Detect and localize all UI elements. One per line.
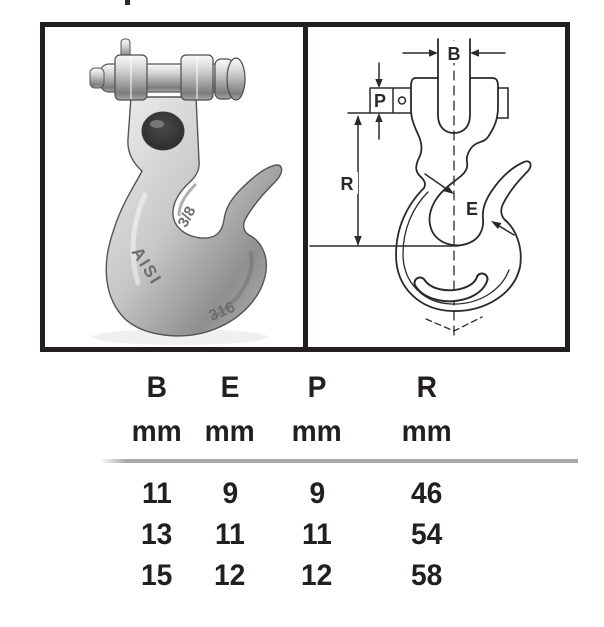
photo-shadow: [92, 329, 268, 345]
throat-shadow: [177, 183, 197, 217]
value-B: 13: [141, 517, 173, 551]
clevis-hole: [141, 111, 185, 151]
product-photo-panel: 3/8 AISI 316: [45, 27, 303, 347]
value-R: 54: [411, 517, 443, 551]
hook-body-shape: [105, 96, 283, 337]
table-row: 15 12 12 58: [0, 555, 604, 596]
unit-E: mm: [204, 415, 256, 448]
b-label-mask: [445, 41, 463, 63]
p-dimension-label: P: [374, 91, 386, 111]
panel-divider: [303, 27, 308, 347]
e-dimension-label: E: [466, 199, 478, 219]
bowl-shadow: [211, 251, 254, 319]
clevis-slot: [437, 38, 471, 134]
r-label-mask: [336, 172, 358, 194]
e-arrowhead-upper: [443, 185, 454, 194]
table-row: 11 9 9 46: [0, 473, 604, 514]
cropped-text-artifact: [125, 0, 130, 5]
grab-hook-diagram: B P R E: [309, 38, 532, 336]
clevis-hole-highlight: [150, 120, 164, 128]
small-circle-marker: [397, 96, 407, 105]
value-R: 58: [411, 558, 443, 592]
table-header-row: B E P R: [0, 366, 604, 410]
p-arrowhead-down: [375, 79, 383, 88]
dimensions-table: B E P R mm mm mm mm 11 9 9 46 13 11 11 5…: [0, 366, 604, 596]
value-R: 46: [411, 476, 443, 510]
unit-P: mm: [291, 415, 343, 448]
table-row: 13 11 11 54: [0, 514, 604, 555]
column-header-R: R: [416, 371, 438, 404]
column-header-P: P: [307, 371, 327, 404]
bowl-highlight: [130, 192, 148, 286]
table-units-row: mm mm mm mm: [0, 410, 604, 454]
value-P: 12: [301, 558, 333, 592]
value-B: 11: [142, 476, 172, 510]
e-arrowhead-lower: [491, 221, 502, 229]
value-P: 11: [302, 517, 332, 551]
value-E: 9: [222, 476, 238, 510]
p-band-lines: [347, 87, 412, 114]
pin-head-left: [89, 67, 105, 89]
unit-B: mm: [131, 415, 183, 448]
value-E: 11: [215, 517, 245, 551]
diagram-hook-outline: [395, 77, 532, 312]
r-arrowhead-up: [354, 115, 362, 125]
table-divider-rule: [100, 459, 578, 463]
column-header-B: B: [146, 371, 168, 404]
technical-drawing-panel: B P R E: [308, 27, 565, 347]
p-arrowhead-up: [375, 113, 383, 122]
marking-size: 3/8: [175, 204, 200, 230]
grab-hook-photo: 3/8 AISI 316: [89, 38, 283, 345]
value-B: 15: [141, 558, 173, 592]
r-dimension-label: R: [341, 174, 354, 194]
unit-R: mm: [401, 415, 453, 448]
b-arrowhead-left: [429, 49, 438, 57]
b-dimension-label: B: [448, 44, 461, 64]
product-figure-box: 3/8 AISI 316: [40, 22, 570, 352]
clevis-pin-stub: [497, 87, 509, 119]
r-arrowhead-down: [354, 236, 362, 246]
value-P: 9: [309, 476, 325, 510]
grab-slot-inner: [415, 274, 487, 301]
b-arrowhead-right: [470, 49, 479, 57]
bottom-dashed-guides: [425, 316, 483, 332]
pin-end-disc: [226, 57, 246, 101]
value-E: 12: [214, 558, 246, 592]
column-header-E: E: [220, 371, 240, 404]
